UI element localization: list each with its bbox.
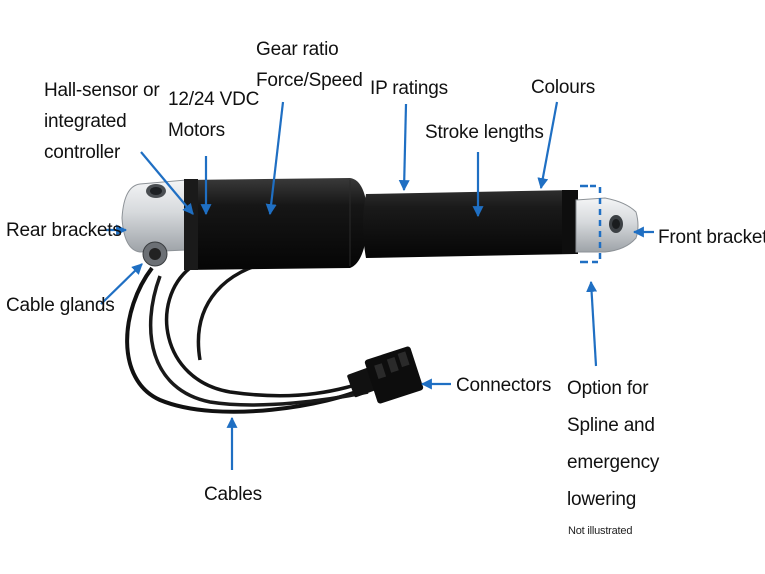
leader-spline-option bbox=[586, 280, 598, 367]
outer-tube-drawing bbox=[363, 190, 578, 258]
label-stroke-lengths: Stroke lengths bbox=[425, 122, 544, 143]
label-motors: 12/24 VDC Motors bbox=[168, 89, 260, 141]
label-cable-glands: Cable glands bbox=[6, 295, 115, 316]
rear-bracket-drawing bbox=[121, 179, 187, 253]
front-bracket-drawing bbox=[575, 197, 639, 253]
leader-hall-sensor bbox=[140, 151, 194, 215]
label-spline-option: Option for Spline and emergency lowering bbox=[567, 378, 660, 510]
label-not-illustrated: Not illustrated bbox=[568, 525, 633, 537]
connector-drawing bbox=[347, 346, 424, 404]
label-hall-sensor: Hall-sensor or integrated controller bbox=[44, 80, 160, 163]
leader-gear-ratio bbox=[265, 101, 285, 216]
cables-drawing bbox=[125, 260, 373, 414]
label-cables: Cables bbox=[204, 484, 262, 505]
label-rear-brackets: Rear brackets bbox=[6, 220, 122, 241]
label-front-brackets: Front brackets bbox=[658, 227, 765, 248]
label-connectors: Connectors bbox=[456, 375, 552, 396]
label-colours: Colours bbox=[531, 77, 596, 98]
cable-gland-drawing bbox=[142, 241, 168, 267]
motor-housing-drawing bbox=[184, 178, 368, 270]
leader-cable-glands bbox=[100, 263, 143, 305]
leader-colours bbox=[537, 101, 559, 190]
label-gear-ratio: Gear ratio Force/Speed bbox=[256, 39, 363, 91]
label-ip-ratings: IP ratings bbox=[370, 78, 448, 99]
spline-option-outline bbox=[590, 184, 602, 264]
leader-ip-ratings bbox=[398, 103, 410, 192]
